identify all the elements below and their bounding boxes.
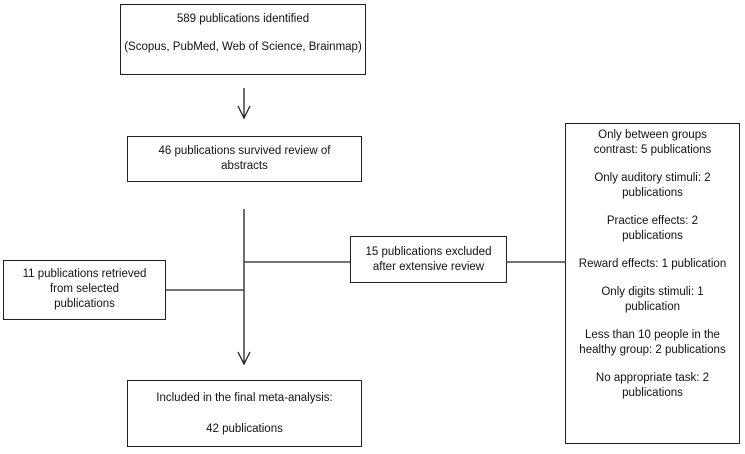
final-box: Included in the final meta-analysis: 42 … <box>127 380 362 447</box>
identified-box: 589 publications identified (Scopus, Pub… <box>120 4 366 75</box>
exclusion-reasons-box: Only between groups contrast: 5 publicat… <box>565 123 740 444</box>
retrieved-box: 11 publications retrieved from selected … <box>3 260 166 320</box>
identified-title: 589 publications identified <box>176 13 310 25</box>
identified-sources: (Scopus, PubMed, Web of Science, Brainma… <box>124 41 362 53</box>
reason-item: Only digits stimuli: 1 publication <box>601 286 704 313</box>
reason-item: Only auditory stimuli: 2 publications <box>594 172 711 199</box>
survived-line2: abstracts <box>221 160 268 172</box>
survived-line1: 46 publications survived review of <box>158 145 331 157</box>
reason-item: Only between groups contrast: 5 publicat… <box>593 129 712 156</box>
final-count: 42 publications <box>206 423 283 435</box>
reason-item: No appropriate task: 2 publications <box>595 372 710 399</box>
retrieved-line2: from selected <box>49 283 120 295</box>
excluded-box: 15 publications excluded after extensive… <box>350 236 507 283</box>
reason-item: Less than 10 people in the healthy group… <box>579 329 726 356</box>
excluded-line2: after extensive review <box>372 261 485 273</box>
excluded-line1: 15 publications excluded <box>365 246 492 258</box>
final-line1: Included in the final meta-analysis: <box>156 392 333 404</box>
retrieved-line1: 11 publications retrieved <box>22 268 147 280</box>
retrieved-line3: publications <box>54 298 115 310</box>
reason-item: Reward effects: 1 publication <box>578 258 727 270</box>
reason-item: Practice effects: 2 publications <box>606 215 699 242</box>
survived-box: 46 publications survived review of abstr… <box>127 136 362 182</box>
